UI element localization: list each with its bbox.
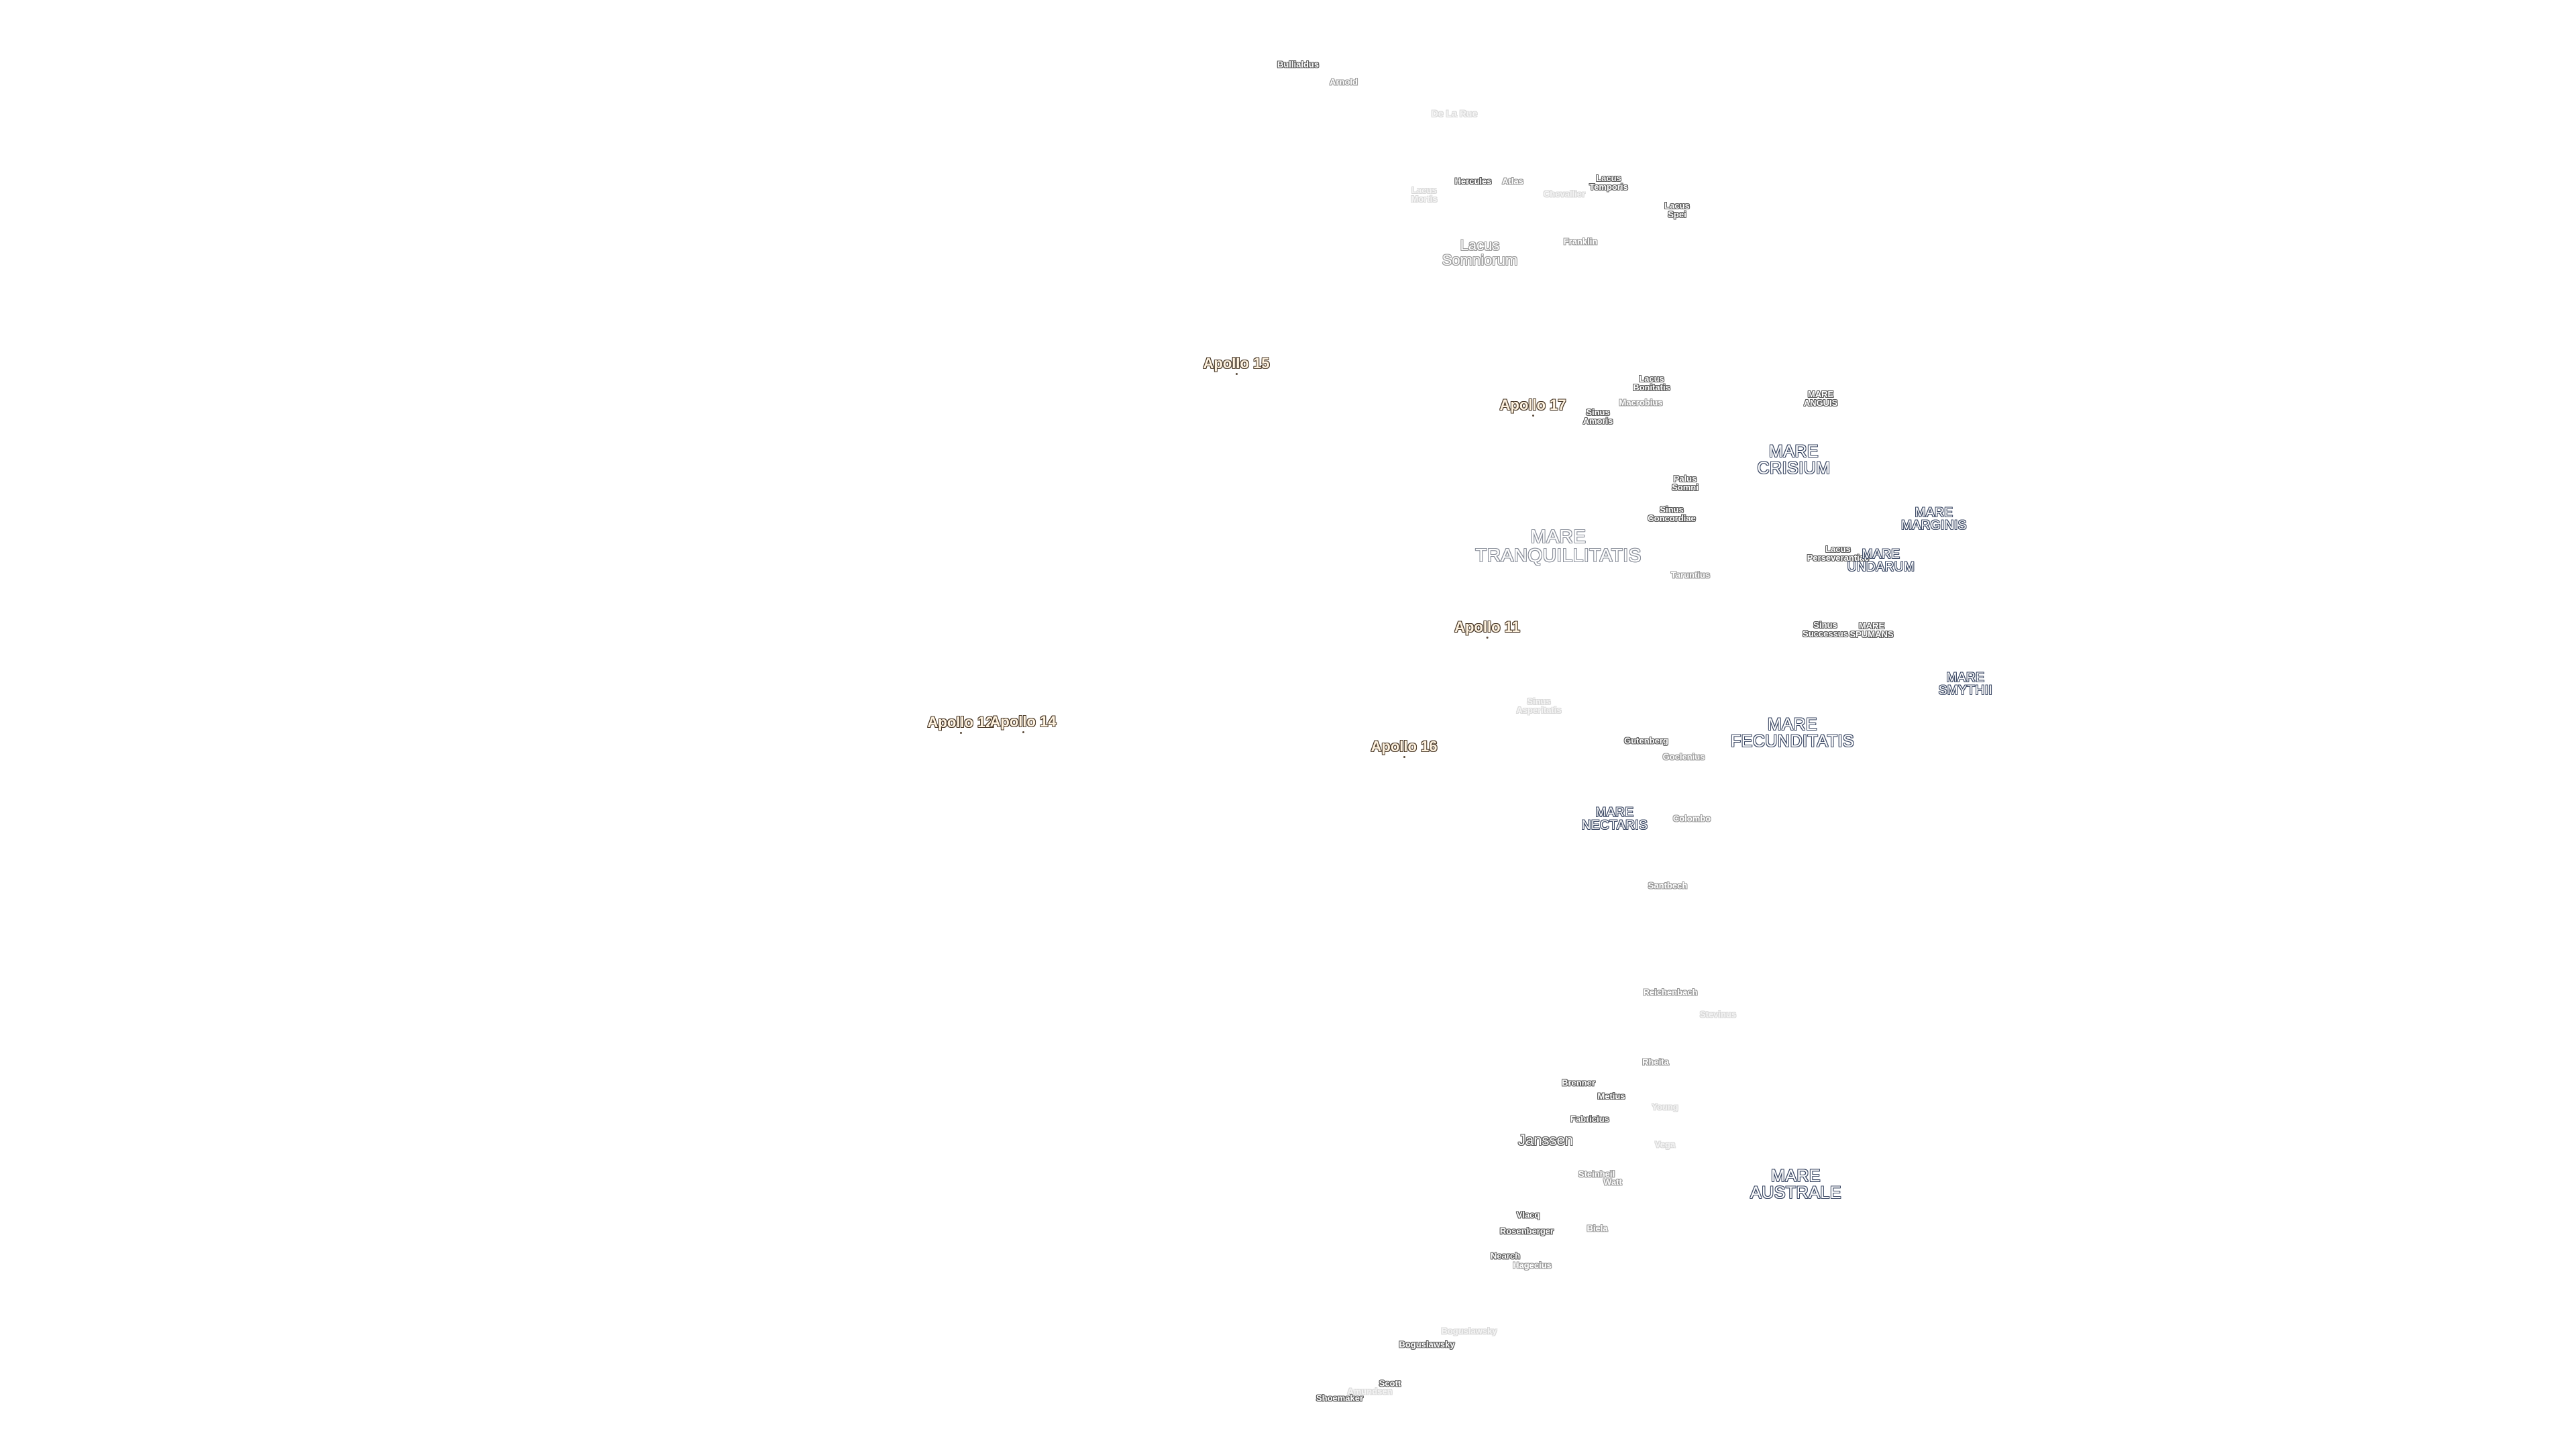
apollo-16-site[interactable]: Apollo 16	[1371, 738, 1438, 755]
crater-label-shoemaker: Shoemaker	[1316, 1393, 1364, 1403]
crater-label-reichenbach: Reichenbach	[1643, 987, 1698, 998]
sinus-label-concordiae: Sinus Concordiae	[1648, 504, 1696, 523]
apollo-17-site[interactable]: Apollo 17	[1499, 396, 1566, 413]
mare-label-crisium: MARE CRISIUM	[1757, 442, 1831, 478]
crater-label-amundsen: Amundsen	[1347, 1386, 1393, 1397]
palus-label-somni: Palus Somni	[1672, 474, 1699, 492]
crater-label-colombo: Colombo	[1672, 813, 1711, 824]
crater-label-rosenberger: Rosenberger	[1499, 1226, 1554, 1236]
crater-label-vlacq: Vlacq	[1516, 1210, 1540, 1220]
crater-label-boguslawsky: Boguslawsky	[1399, 1339, 1455, 1350]
crater-label-hercules: Hercules	[1454, 176, 1492, 186]
crater-label-nearch: Nearch	[1490, 1250, 1521, 1261]
crater-label-hagecius: Hagecius	[1513, 1260, 1552, 1271]
crater-label-watt: Watt	[1603, 1177, 1622, 1187]
crater-label-metius: Metius	[1597, 1091, 1625, 1102]
lacus-label-spei: Lacus Spei	[1664, 201, 1690, 219]
crater-label-taruntius: Taruntius	[1670, 570, 1711, 580]
crater-label-santbech: Santbech	[1648, 880, 1688, 891]
crater-label-arnold: Arnold	[1330, 76, 1358, 87]
mare-label-fecunditatis: MARE FECUNDITATIS	[1730, 715, 1855, 751]
crater-label-young: Young	[1652, 1102, 1678, 1112]
sinus-label-asperitatis: Sinus Asperitatis	[1516, 696, 1562, 715]
crater-label-fabricius: Fabricius	[1570, 1114, 1609, 1124]
lacus-label-mortis: Lacus Mortis	[1411, 185, 1438, 204]
crater-label-brenner: Brenner	[1562, 1077, 1595, 1088]
crater-label-macrobius: Macrobius	[1619, 397, 1663, 408]
crater-label-gutenberg: Gutenberg	[1624, 735, 1668, 746]
mare-label-tranquillitatis: MARE TRANQUILLITATIS	[1475, 526, 1642, 566]
crater-label-steinheil: Steinheil	[1578, 1169, 1615, 1179]
lacus-label-temporis: Lacus Temporis	[1589, 173, 1628, 192]
crater-label-vega: Vega	[1654, 1139, 1676, 1150]
mare-label-australe: MARE AUSTRALE	[1750, 1167, 1841, 1202]
mare-label-nectaris: MARE NECTARIS	[1581, 806, 1648, 833]
crater-label-biela: Biela	[1587, 1223, 1608, 1234]
mare-label-undarum: MARE UNDARUM	[1847, 547, 1915, 574]
lacus-label-bonitatis: Lacus Bonitatis	[1633, 374, 1670, 392]
crater-label-de-la-rue: De La Rue	[1431, 108, 1478, 119]
crater-label-scott: Scott	[1379, 1378, 1401, 1389]
crater-label-goclenius: Goclenius	[1662, 751, 1705, 762]
apollo-12-site[interactable]: Apollo 12	[927, 714, 994, 731]
crater-label-bullialdus: Bullialdus	[1277, 59, 1320, 70]
crater-label-rheita: Rheita	[1642, 1057, 1669, 1067]
apollo-15-site[interactable]: Apollo 15	[1203, 355, 1270, 372]
lacus-label-perseverantiae: Lacus Perseverantiae	[1807, 544, 1870, 563]
sinus-label-amoris: Sinus Amoris	[1582, 407, 1613, 426]
crater-label-boguslawsky-faint: Boguslawsky	[1441, 1326, 1497, 1336]
mare-label-spumans: MARE SPUMANS	[1849, 621, 1894, 639]
lacus-label-somniorum: Lacus Somniorum	[1442, 237, 1518, 268]
mare-label-smythii: MARE SMYTHII	[1938, 671, 1993, 698]
crater-label-stevinus: Stevinus	[1699, 1009, 1737, 1020]
mare-label-anguis: MARE ANGUIS	[1803, 389, 1838, 408]
crater-label-chevallier: Chevallier	[1543, 189, 1586, 199]
apollo-11-site[interactable]: Apollo 11	[1454, 619, 1520, 635]
mare-label-marginis: MARE MARGINIS	[1901, 506, 1967, 533]
apollo-14-site[interactable]: Apollo 14	[989, 713, 1057, 730]
crater-label-janssen: Janssen	[1518, 1132, 1573, 1148]
sinus-label-successus: Sinus Successus	[1803, 620, 1848, 639]
crater-label-atlas: Atlas	[1502, 176, 1523, 186]
crater-label-franklin: Franklin	[1563, 236, 1598, 247]
